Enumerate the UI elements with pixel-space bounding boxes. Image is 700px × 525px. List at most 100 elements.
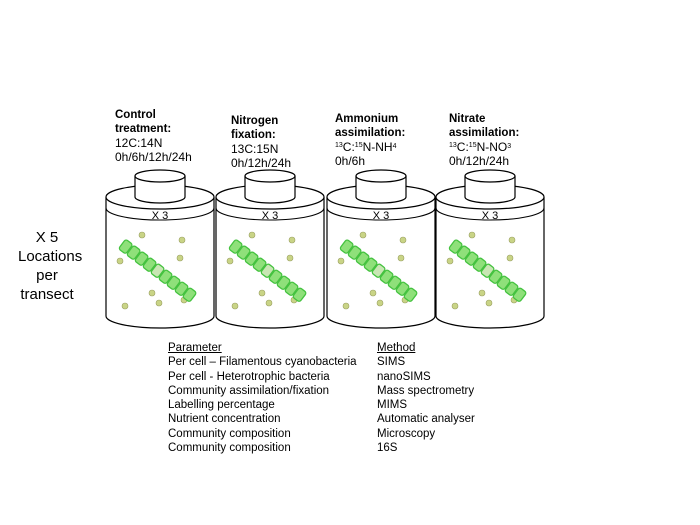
locations-label-line-1: X 5 (35, 229, 59, 246)
treatment-title-2: fixation: (231, 129, 276, 141)
bacteria-dot (248, 231, 256, 239)
filament-cell (496, 275, 511, 290)
jar-lid-top (134, 169, 186, 183)
treatment-label-nitrogen-fixation: Nitrogen fixation: 13C:15N 0h/12h/24h (231, 114, 291, 170)
parameter-cell: Per cell - Heterotrophic bacteria (168, 370, 330, 383)
treatment-title: Ammonium (335, 113, 399, 125)
jar-label-line (326, 207, 436, 221)
cyanobacteria-filament (118, 239, 197, 302)
method-cell: nanoSIMS (377, 370, 431, 383)
jar-1: X 3 (105, 169, 215, 329)
filament-cell (395, 281, 410, 296)
cyanobacteria-filament (228, 239, 307, 302)
treatment-isotope: 13C:15N-NH4 (335, 140, 397, 154)
parameter-cell: Community assimilation/fixation (168, 384, 330, 397)
bacteria-dot (337, 257, 345, 265)
bacteria-dot (451, 302, 459, 310)
treatment-title-2: assimilation: (335, 127, 406, 139)
bacteria-dot (116, 257, 124, 265)
method-cell: Microscopy (377, 427, 436, 440)
parameter-cell: Community composition (168, 442, 291, 455)
bacteria-dot (478, 289, 486, 297)
replicate-label: X 3 (262, 210, 279, 222)
parameter-cell: Labelling percentage (168, 399, 275, 412)
filament-cell (252, 257, 267, 272)
filament-cell (403, 287, 418, 302)
heterocyst-cell (480, 263, 495, 278)
jar-4: X 3 (435, 169, 545, 329)
parameter-cell: Nutrient concentration (168, 413, 281, 426)
bacteria-dot (258, 289, 266, 297)
filament-cell (448, 239, 463, 254)
filament-cell (363, 257, 378, 272)
locations-label: X 5 Locations per transect (18, 228, 83, 304)
filament-cell (158, 269, 173, 284)
treatment-times: 0h/12h/24h (231, 156, 292, 170)
method-cell: MIMS (377, 399, 408, 412)
filament-cell (339, 239, 354, 254)
filament-cell (228, 239, 243, 254)
method-column: Method SIMS nanoSIMS Mass spectrometry M… (377, 341, 475, 455)
jar-lid-top (244, 169, 296, 183)
filament-cell (292, 287, 307, 302)
bacteria-dot (226, 257, 234, 265)
bacteria-dot (485, 299, 493, 307)
filament-cell (512, 287, 527, 302)
bacteria-dot (286, 254, 294, 262)
treatment-title-2: treatment: (115, 123, 172, 135)
filament-cell (244, 251, 259, 266)
treatment-title-2: assimilation: (449, 127, 520, 139)
filament-cell (347, 245, 362, 260)
bacteria-dot (508, 236, 516, 244)
filament-cell (236, 245, 251, 260)
bacteria-dot (397, 254, 405, 262)
bacteria-dot (369, 289, 377, 297)
treatment-label-control: Control treatment: 12C:14N 0h/6h/12h/24h (115, 108, 192, 164)
filament-cell (174, 281, 189, 296)
jar-lid-top (355, 169, 407, 183)
jar-lid (134, 176, 186, 204)
heterocyst-cell (260, 263, 275, 278)
treatment-times: 0h/6h (335, 154, 366, 168)
bacteria-dot (506, 254, 514, 262)
treatment-isotope: 12C:14N (115, 136, 163, 150)
filament-cell (504, 281, 519, 296)
heterocyst-cell (371, 263, 386, 278)
filament-cell (134, 251, 149, 266)
bacteria-dot (178, 236, 186, 244)
treatment-title: Nitrate (449, 113, 486, 125)
treatment-title: Nitrogen (231, 115, 279, 127)
bacteria-dot (231, 302, 239, 310)
jar-lid (244, 176, 296, 204)
bacteria-dot (468, 231, 476, 239)
locations-label-line-2: Locations (18, 248, 83, 265)
jar-lid-top (464, 169, 516, 183)
jar-lid (355, 176, 407, 204)
filament-cell (126, 245, 141, 260)
filament-cell (464, 251, 479, 266)
heterocyst-cell (150, 263, 165, 278)
bacteria-dot (155, 299, 163, 307)
jar-lid (464, 176, 516, 204)
filament-cell (142, 257, 157, 272)
treatment-label-nitrate: Nitrate assimilation: 13C:15N-NO3 0h/12h… (449, 112, 519, 168)
filament-cell (387, 275, 402, 290)
method-cell: SIMS (377, 356, 406, 369)
filament-cell (379, 269, 394, 284)
filament-cell (456, 245, 471, 260)
jar-label-line (215, 207, 325, 221)
method-cell: 16S (377, 442, 398, 455)
cyanobacteria-filament (339, 239, 418, 302)
filament-cell (276, 275, 291, 290)
bacteria-dot (446, 257, 454, 265)
bacteria-dot (399, 236, 407, 244)
filament-cell (166, 275, 181, 290)
filament-cell (268, 269, 283, 284)
treatment-isotope: 13C:15N (231, 142, 279, 156)
bacteria-dot (342, 302, 350, 310)
replicate-label: X 3 (373, 210, 390, 222)
filament-cell (355, 251, 370, 266)
bacteria-dot (176, 254, 184, 262)
bacteria-dot (288, 236, 296, 244)
